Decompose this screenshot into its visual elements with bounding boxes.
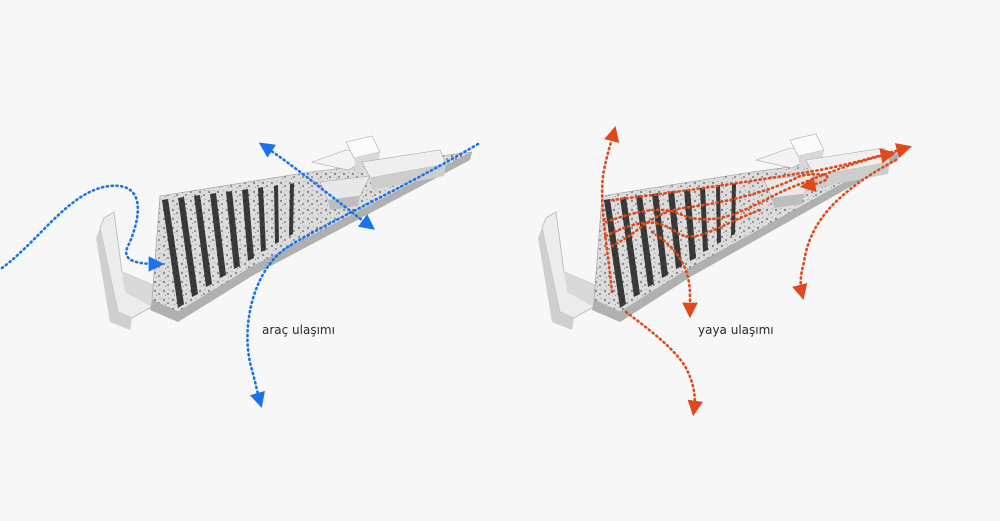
pedestrian-panel: yaya ulaşımı [538, 125, 912, 417]
pedestrian-routes [600, 125, 912, 417]
vehicle-route-cross [258, 142, 376, 230]
pedestrian-route-east-down [792, 158, 898, 301]
vehicle-panel: araç ulaşımı [0, 135, 480, 409]
pedestrian-route-mid [604, 148, 897, 224]
pedestrian-route-loop [604, 208, 762, 238]
vehicle-route-main [246, 142, 480, 409]
pedestrian-route-inner [610, 172, 829, 248]
pedestrian-route-south [624, 310, 704, 417]
pedestrian-route-north [600, 125, 620, 294]
vehicle-caption: araç ulaşımı [262, 323, 335, 337]
vehicle-routes [0, 142, 480, 409]
site-model-left [96, 135, 473, 330]
vehicle-route-west [0, 184, 165, 272]
pedestrian-route-down [650, 230, 698, 319]
pedestrian-caption: yaya ulaşımı [698, 323, 774, 337]
